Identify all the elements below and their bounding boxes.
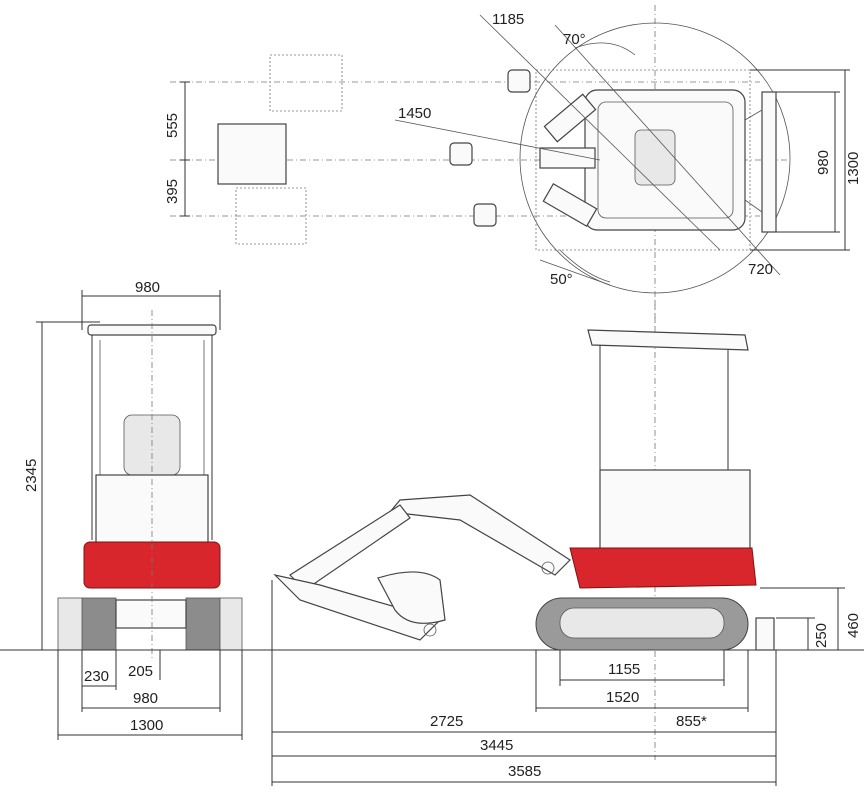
dim-205: 205: [128, 663, 153, 680]
dim-980-top-view: 980: [815, 150, 832, 175]
dim-855: 855*: [676, 713, 707, 730]
dim-1450: 1450: [398, 105, 431, 122]
dim-250: 250: [813, 623, 830, 648]
dim-1155: 1155: [608, 661, 640, 678]
dim-1520: 1520: [606, 689, 639, 706]
dim-70deg: 70°: [563, 31, 586, 48]
boom-positions: [449, 69, 598, 227]
dim-980-front-bottom: 980: [133, 690, 158, 707]
dim-395: 395: [164, 179, 181, 204]
bucket-positions: [217, 54, 343, 245]
dim-1300-top-view: 1300: [845, 152, 862, 185]
dim-3445: 3445: [480, 737, 513, 754]
dim-2725: 2725: [430, 713, 463, 730]
dim-230: 230: [84, 668, 109, 685]
dim-1300-front: 1300: [130, 717, 163, 734]
dim-50deg: 50°: [550, 271, 573, 288]
top-view: 1185 70° 1450 555 395 980 1300 50° 720: [164, 5, 862, 330]
dim-2345: 2345: [23, 459, 40, 492]
dim-980-front-top: 980: [135, 279, 160, 296]
dim-3585: 3585: [508, 763, 541, 780]
front-view: 980 2345 230 205 980 1300: [23, 279, 243, 740]
dim-460: 460: [845, 613, 862, 638]
seat-top: [634, 129, 676, 186]
dim-720: 720: [748, 261, 773, 278]
dim-1185: 1185: [492, 11, 524, 28]
side-red-body: [569, 547, 757, 589]
dim-555: 555: [164, 113, 181, 138]
side-view: 460 250 1155 1520 2725 855* 3445 3585: [271, 300, 862, 786]
